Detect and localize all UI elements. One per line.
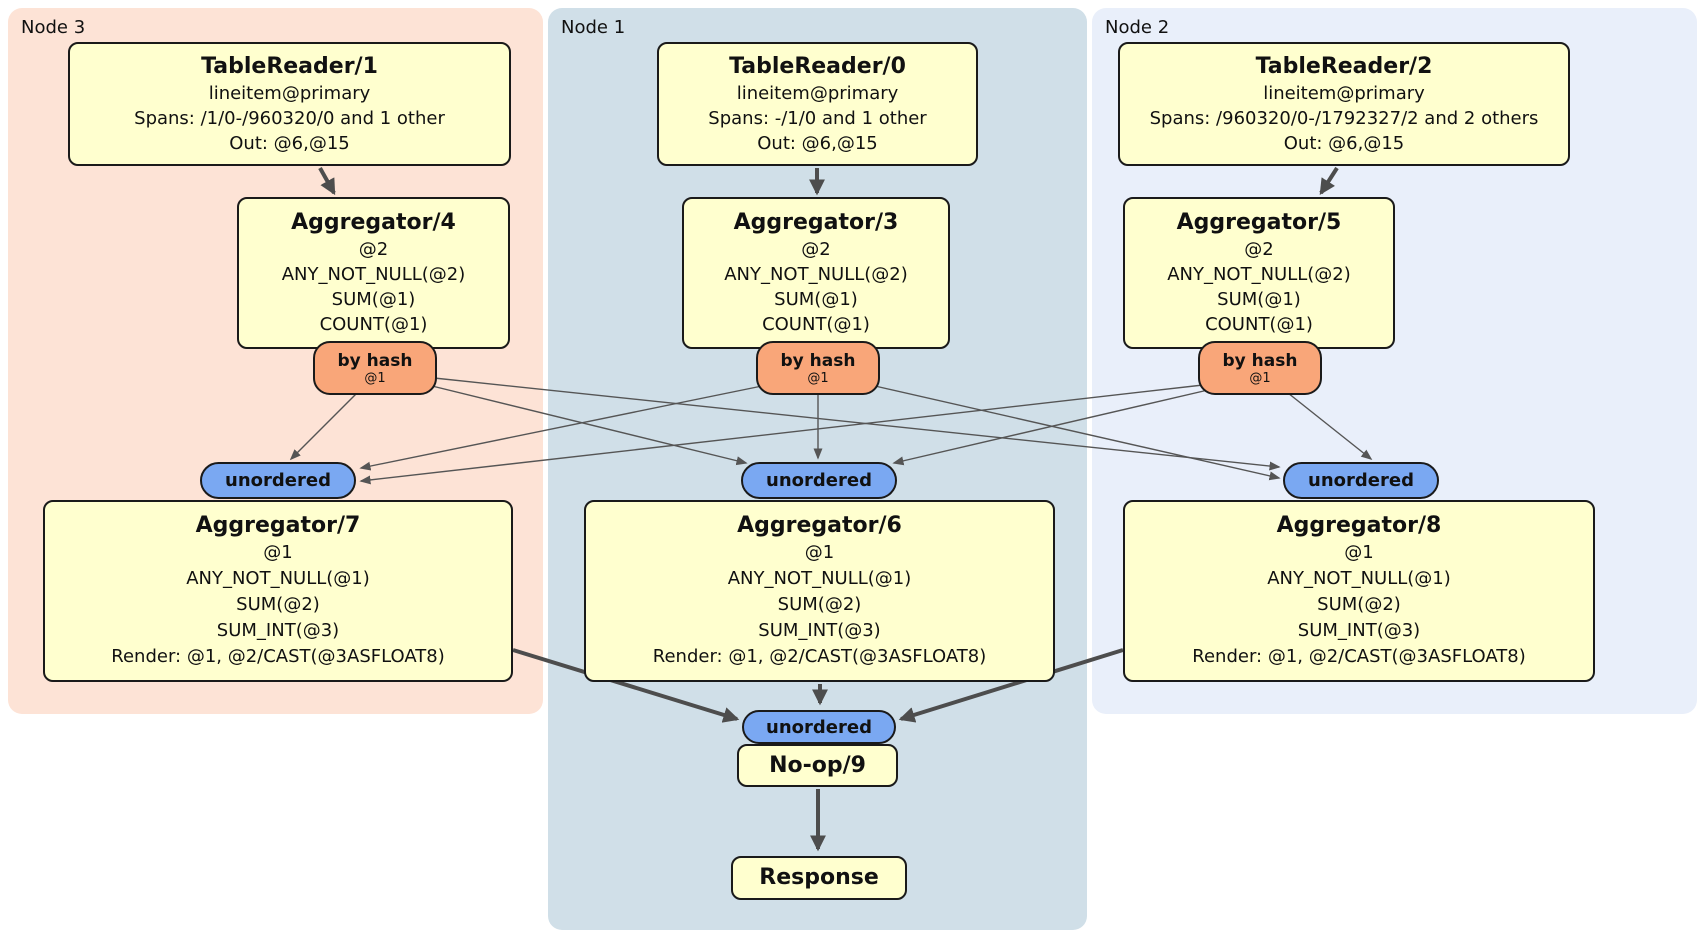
aggregator-4-fn1: ANY_NOT_NULL(@2) [281,264,466,285]
by-hash-4-label: by hash [337,350,413,371]
tablereader-2-spans: Spans: /960320/0-/1792327/2 and 2 others [1149,107,1539,129]
by-hash-router-3: by hash @1 [756,341,880,395]
by-hash-3-label: by hash [780,350,856,371]
noop-9-box: No-op/9 [737,744,898,787]
edge-hash3-uno8 [874,385,1281,481]
node2-label: Node 2 [1105,17,1170,38]
aggregator-7-group: @1 [263,542,293,563]
aggregator-6-title: Aggregator/6 [737,513,902,538]
node1-label: Node 1 [561,17,626,38]
by-hash-router-4: by hash @1 [313,341,437,395]
aggregator-4-box: Aggregator/4 @2 ANY_NOT_NULL(@2) SUM(@1)… [237,197,510,349]
aggregator-3-group: @2 [801,239,831,260]
aggregator-5-fn1: ANY_NOT_NULL(@2) [1167,264,1351,285]
unordered-final-label: unordered [766,716,872,738]
edge-agg8-unordered [898,648,1124,723]
noop-9-title: No-op/9 [769,752,866,778]
aggregator-5-title: Aggregator/5 [1176,210,1342,235]
aggregator-8-fn3: SUM_INT(@3) [1297,620,1421,641]
tablereader-0-index: lineitem@primary [736,82,899,104]
edge-hash4-uno7 [289,389,361,461]
tablereader-1-spans: Spans: /1/0-/960320/0 and 1 other [134,107,445,129]
aggregator-8-fn2: SUM(@2) [1317,594,1401,615]
aggregator-4-fn3: COUNT(@1) [319,314,428,335]
aggregator-7-fn3: SUM_INT(@3) [216,620,340,641]
edge-tr2-agg5 [1319,166,1339,196]
unordered-stream-final: unordered [742,710,896,744]
aggregator-7-box: Aggregator/7 @1 ANY_NOT_NULL(@1) SUM(@2)… [43,500,513,682]
aggregator-8-fn1: ANY_NOT_NULL(@1) [1267,568,1451,589]
by-hash-4-detail: @1 [364,370,386,386]
aggregator-6-fn3: SUM_INT(@3) [758,620,881,641]
unordered-stream-8: unordered [1283,462,1439,499]
aggregator-3-title: Aggregator/3 [733,210,899,235]
tablereader-1-title: TableReader/1 [201,53,378,79]
unordered-7-label: unordered [225,470,331,491]
aggregator-3-fn1: ANY_NOT_NULL(@2) [724,264,908,285]
edge-hash4-uno6 [427,384,748,466]
edge-hash3-uno7 [359,385,763,471]
edge-agg7-unordered [512,648,740,723]
tablereader-0-spans: Spans: -/1/0 and 1 other [708,107,927,129]
aggregator-6-box: Aggregator/6 @1 ANY_NOT_NULL(@1) SUM(@2)… [584,500,1055,682]
tablereader-2-index: lineitem@primary [1263,82,1425,104]
tablereader-1-box: TableReader/1 lineitem@primary Spans: /1… [68,42,511,166]
edge-hash5-uno7 [359,384,1204,485]
aggregator-3-box: Aggregator/3 @2 ANY_NOT_NULL(@2) SUM(@1)… [682,197,950,349]
aggregator-4-group: @2 [358,239,389,260]
aggregator-8-group: @1 [1344,542,1374,563]
tablereader-0-out: Out: @6,@15 [757,132,878,154]
node3-label: Node 3 [21,17,86,38]
aggregator-8-box: Aggregator/8 @1 ANY_NOT_NULL(@1) SUM(@2)… [1123,500,1595,682]
tablereader-1-out: Out: @6,@15 [229,132,350,154]
aggregator-6-group: @1 [804,542,835,563]
unordered-stream-6: unordered [741,462,897,499]
aggregator-3-fn3: COUNT(@1) [762,314,870,335]
unordered-6-label: unordered [766,470,872,491]
aggregator-7-fn1: ANY_NOT_NULL(@1) [186,568,370,589]
tablereader-0-box: TableReader/0 lineitem@primary Spans: -/… [657,42,978,166]
aggregator-5-group: @2 [1244,239,1274,260]
aggregator-4-title: Aggregator/4 [291,210,456,235]
unordered-stream-7: unordered [200,462,356,499]
tablereader-0-title: TableReader/0 [729,53,906,79]
aggregator-7-fn2: SUM(@2) [236,594,320,615]
edge-hash5-uno8 [1287,392,1373,461]
aggregator-4-fn2: SUM(@1) [331,289,416,310]
aggregator-8-render: Render: @1, @2/CAST(@3ASFLOAT8) [1192,646,1526,667]
by-hash-5-detail: @1 [1249,370,1271,386]
aggregator-8-title: Aggregator/8 [1276,513,1442,538]
aggregator-7-title: Aggregator/7 [195,513,361,538]
aggregator-7-render: Render: @1, @2/CAST(@3ASFLOAT8) [111,646,445,667]
aggregator-5-fn3: COUNT(@1) [1205,314,1313,335]
edge-tr1-agg4 [318,167,336,196]
aggregator-6-fn2: SUM(@2) [777,594,862,615]
unordered-8-label: unordered [1308,470,1414,491]
edge-hash4-uno8 [433,377,1281,471]
aggregator-5-fn2: SUM(@1) [1217,289,1301,310]
by-hash-5-label: by hash [1222,350,1298,371]
tablereader-2-title: TableReader/2 [1255,53,1433,79]
response-box: Response [731,856,907,900]
by-hash-router-5: by hash @1 [1198,341,1322,395]
aggregator-6-fn1: ANY_NOT_NULL(@1) [727,568,912,589]
tablereader-2-box: TableReader/2 lineitem@primary Spans: /9… [1118,42,1570,166]
edge-hash5-uno6 [892,389,1209,466]
tablereader-1-index: lineitem@primary [208,82,371,104]
tablereader-2-out: Out: @6,@15 [1283,132,1405,154]
aggregator-6-render: Render: @1, @2/CAST(@3ASFLOAT8) [652,646,987,667]
by-hash-3-detail: @1 [807,370,829,386]
aggregator-3-fn2: SUM(@1) [774,289,858,310]
response-title: Response [759,865,879,890]
aggregator-5-box: Aggregator/5 @2 ANY_NOT_NULL(@2) SUM(@1)… [1123,197,1395,349]
